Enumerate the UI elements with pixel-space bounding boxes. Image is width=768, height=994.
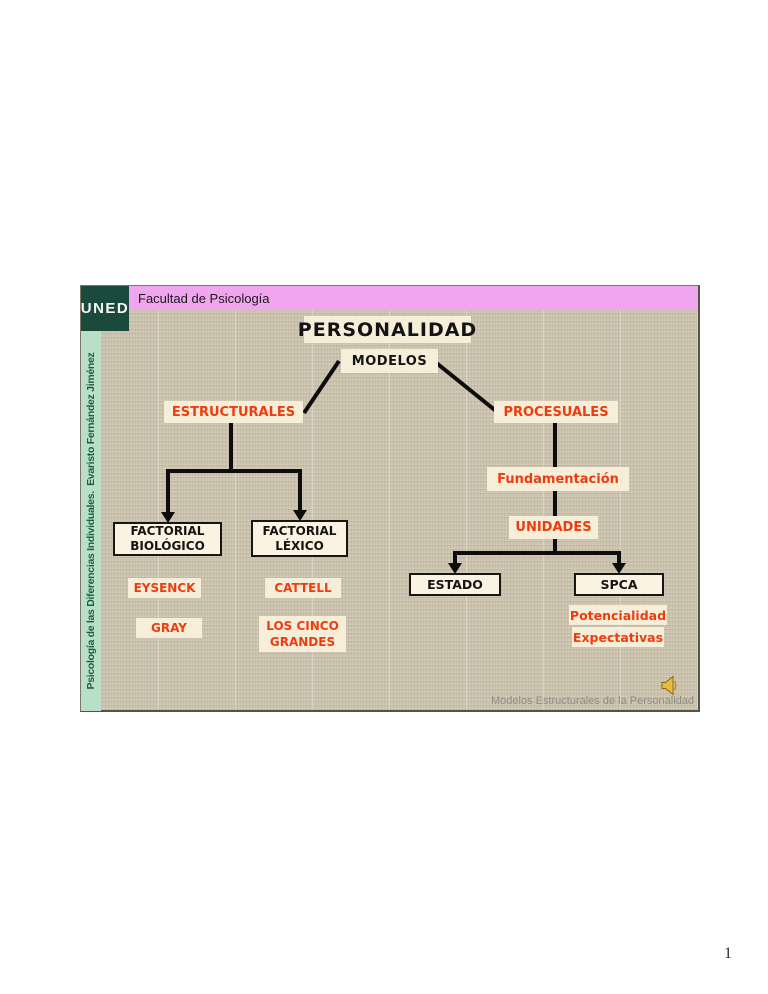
node-factorial-lexico: FACTORIAL LÉXICO bbox=[251, 520, 348, 557]
node-factorial-biologico-line2: BIOLÓGICO bbox=[130, 539, 205, 553]
node-eysenck: EYSENCK bbox=[128, 578, 201, 598]
slide-caption: Modelos Estructurales de la Personalidad bbox=[490, 695, 694, 707]
node-fundamentacion: Fundamentación bbox=[487, 467, 629, 491]
node-spca: SPCA bbox=[574, 573, 664, 596]
faculty-title: Facultad de Psicología bbox=[138, 290, 270, 306]
slide: UNED Facultad de Psicología Psicología d… bbox=[80, 285, 700, 712]
node-gray: GRAY bbox=[136, 618, 202, 638]
node-factorial-biologico: FACTORIAL BIOLÓGICO bbox=[113, 522, 222, 556]
node-expectativas: Expectativas bbox=[572, 627, 664, 647]
faculty-header-bar: Facultad de Psicología bbox=[129, 286, 698, 310]
uned-logo: UNED bbox=[81, 286, 129, 331]
node-los-cinco-grandes-line1: LOS CINCO bbox=[266, 619, 339, 633]
node-procesuales: PROCESUALES bbox=[494, 401, 618, 423]
node-los-cinco-grandes: LOS CINCO GRANDES bbox=[259, 616, 346, 652]
node-unidades: UNIDADES bbox=[509, 516, 598, 539]
node-estructurales: ESTRUCTURALES bbox=[164, 401, 303, 423]
credit-strip: Psicología de las Diferencias Individual… bbox=[81, 331, 101, 711]
node-factorial-biologico-line1: FACTORIAL bbox=[130, 524, 205, 538]
node-potencialidad: Potencialidad bbox=[569, 605, 667, 625]
node-cattell: CATTELL bbox=[265, 578, 341, 598]
node-los-cinco-grandes-line2: GRANDES bbox=[269, 635, 336, 649]
speaker-icon[interactable] bbox=[661, 675, 679, 696]
node-estado: ESTADO bbox=[409, 573, 501, 596]
node-factorial-lexico-line2: LÉXICO bbox=[275, 538, 324, 553]
node-modelos: MODELOS bbox=[341, 349, 438, 373]
page-number: 1 bbox=[724, 945, 732, 962]
node-factorial-lexico-line1: FACTORIAL bbox=[262, 523, 337, 538]
node-personalidad: PERSONALIDAD bbox=[298, 316, 476, 343]
